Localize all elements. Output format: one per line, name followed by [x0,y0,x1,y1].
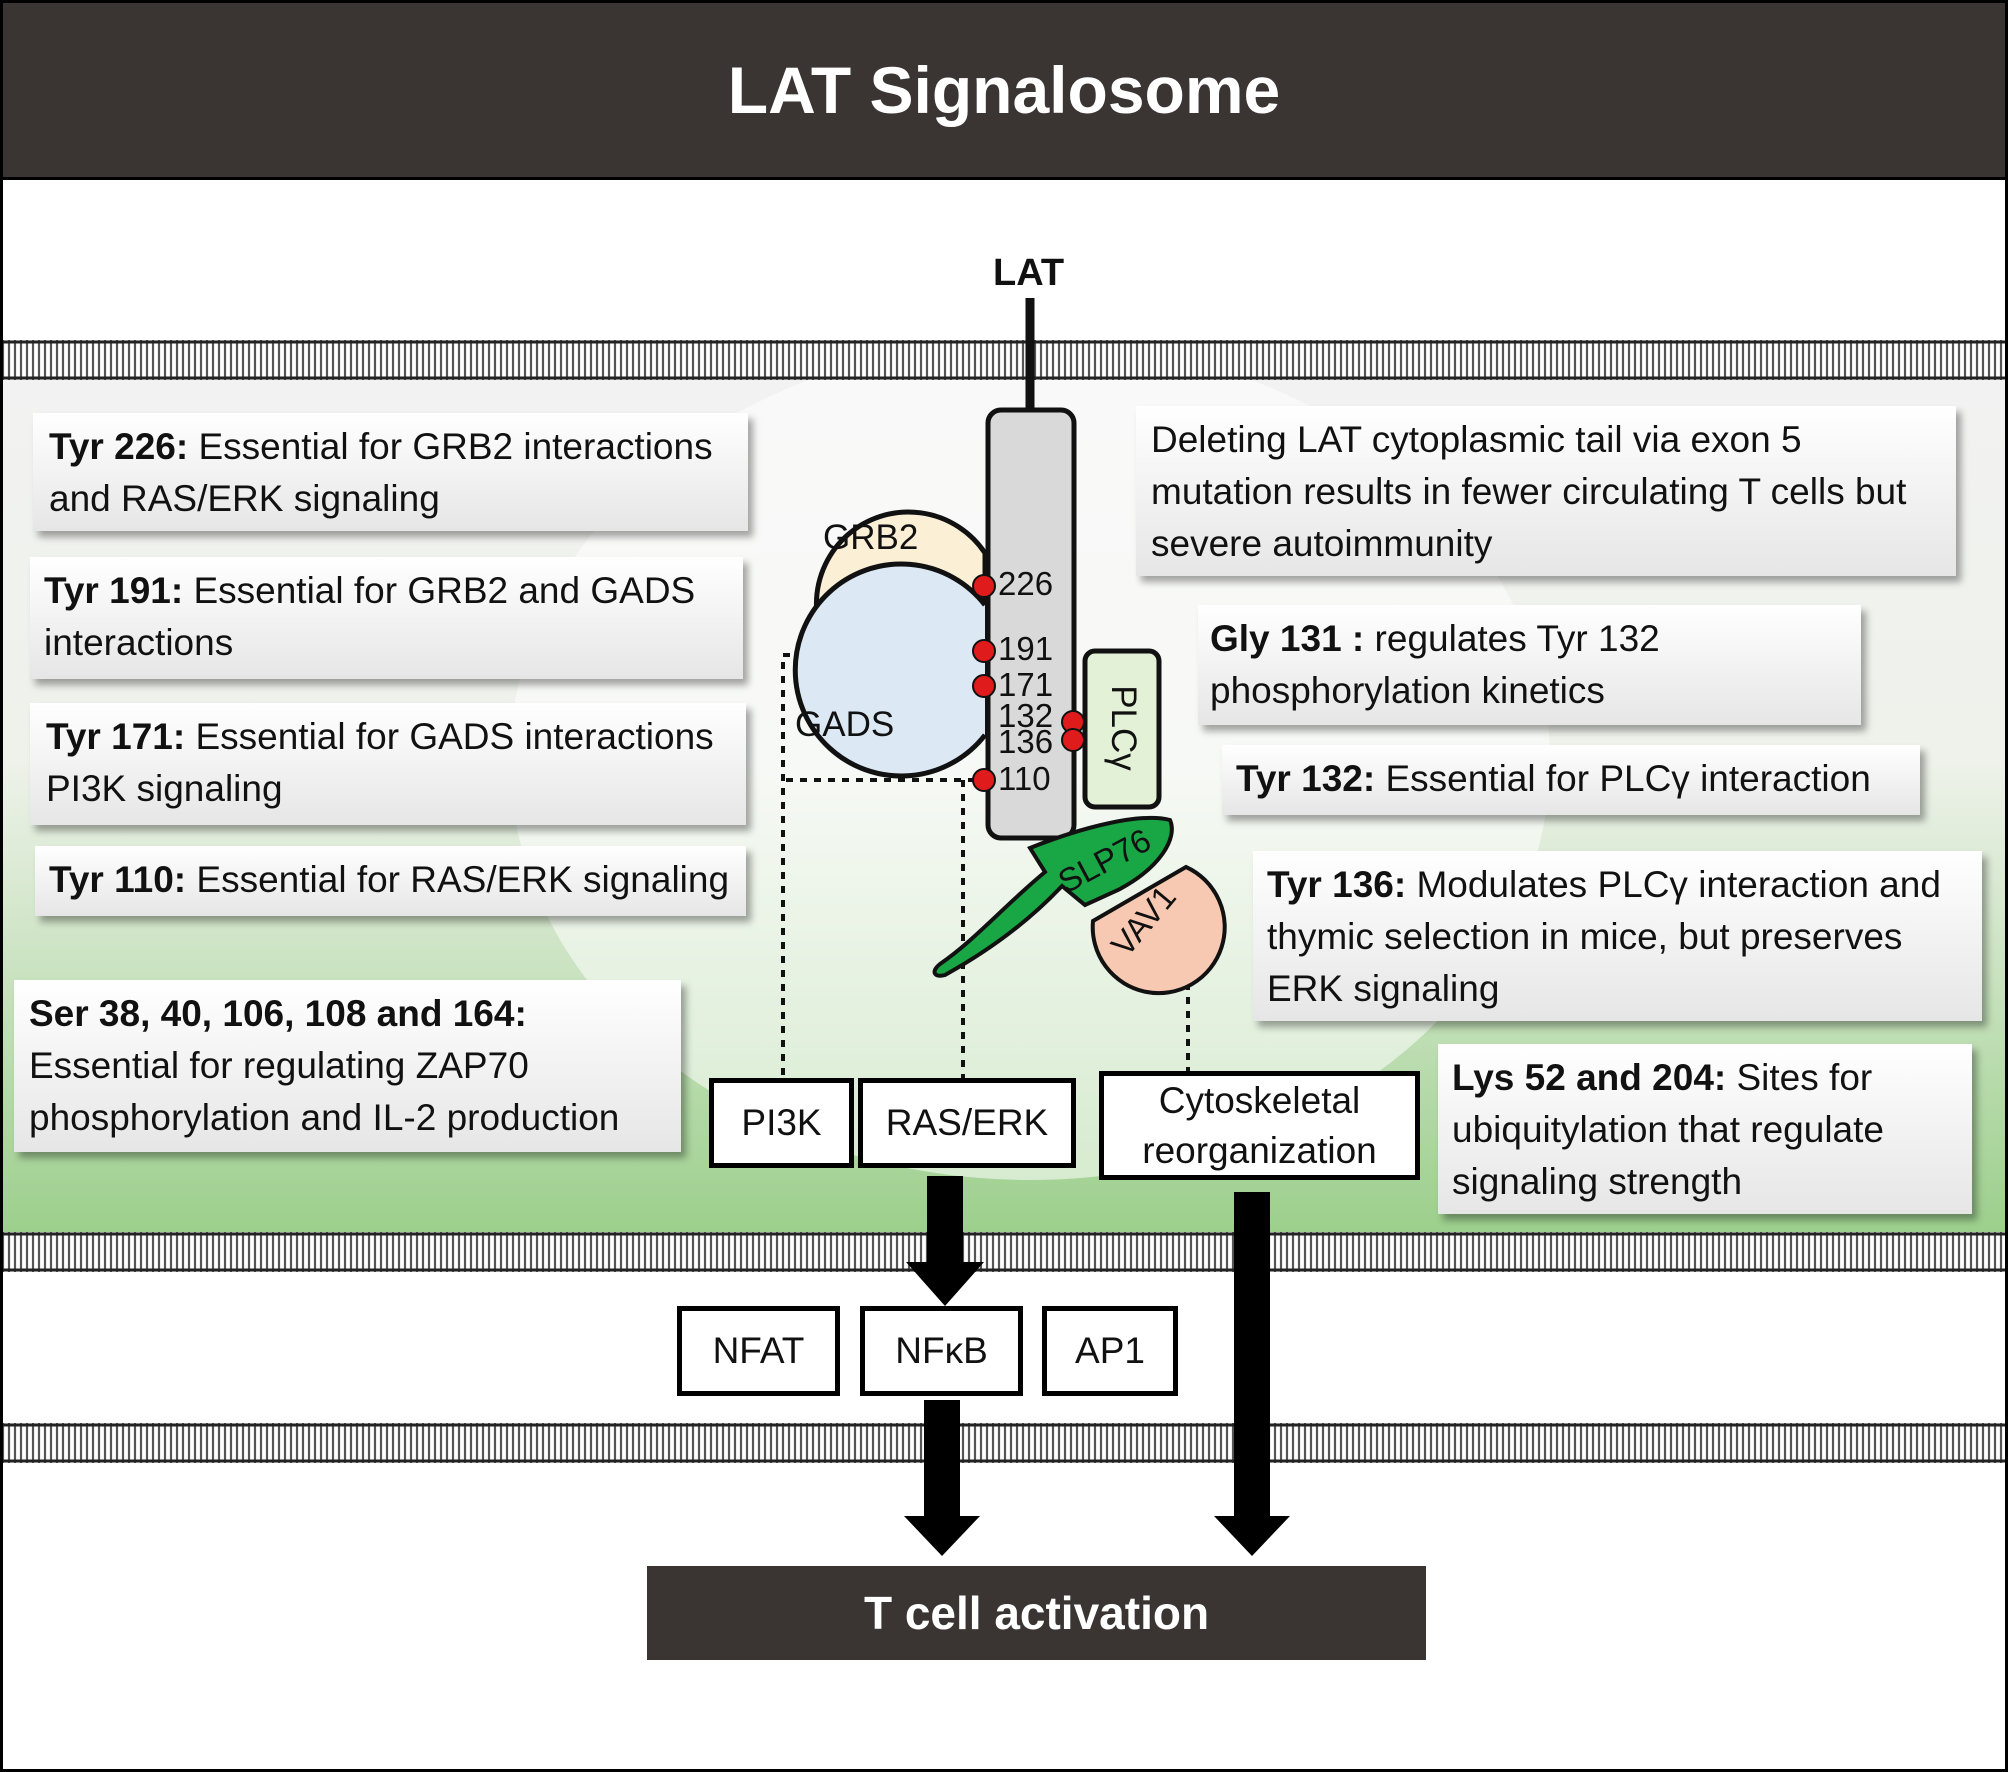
residue-226: 226 [998,565,1054,602]
note-tyr110-text: Essential for RAS/ERK signaling [186,859,730,900]
note-tyr132: Tyr 132: Essential for PLCγ interaction [1222,745,1920,815]
nuclear-membrane-outer [0,1232,2008,1272]
plcg-shape [1082,648,1162,810]
note-exon5-text: Deleting LAT cytoplasmic tail via exon 5… [1151,419,1907,564]
cytoskeletal-box: Cytoskeletal reorganization [1099,1071,1420,1180]
residue-171: 171 [998,666,1054,703]
note-tyr171: Tyr 171: Essential for GADS interactions… [30,703,746,825]
note-tyr132-text: Essential for PLCγ interaction [1375,758,1871,799]
note-tyr110-bold: Tyr 110: [49,859,187,900]
slp76-shape [932,815,1174,978]
nfkb-box: NFκB [860,1306,1023,1396]
note-lys-text: Sites for ubiquitylation that regulate s… [1452,1057,1884,1202]
nfat-box: NFAT [677,1306,840,1396]
note-tyr171-text: Essential for GADS interactions PI3K sig… [46,716,714,809]
note-tyr136-bold: Tyr 136: [1267,864,1407,905]
note-exon5: Deleting LAT cytoplasmic tail via exon 5… [1136,406,1956,576]
note-tyr110: Tyr 110: Essential for RAS/ERK signaling [35,846,746,916]
note-ser: Ser 38, 40, 106, 108 and 164: Essential … [14,980,681,1152]
note-ser-bold: Ser 38, 40, 106, 108 and 164: [29,993,527,1034]
note-gly131: Gly 131 : regulates Tyr 132 phosphorylat… [1198,605,1861,725]
pi3k-box: PI3K [709,1078,854,1168]
plasma-membrane [0,340,2008,380]
t-cell-activation-banner: T cell activation [647,1566,1426,1660]
arrow-ras-to-nfkb [906,1176,984,1306]
lat-cytoplasmic-tail [985,407,1077,841]
ras-erk-box: RAS/ERK [858,1078,1076,1168]
note-tyr132-bold: Tyr 132: [1236,758,1376,799]
note-tyr191-text: Essential for GRB2 and GADS interactions [44,570,696,663]
note-tyr226-bold: Tyr 226: [49,426,189,467]
note-tyr226-text: Essential for GRB2 interactions and RAS/… [49,426,713,519]
phospho-sites [972,574,1085,792]
note-lys: Lys 52 and 204: Sites for ubiquitylation… [1438,1044,1972,1214]
note-tyr226: Tyr 226: Essential for GRB2 interactions… [33,413,748,531]
lat-label: LAT [993,252,1065,294]
nuclear-membrane-inner [0,1423,2008,1463]
arrow-nfkb-to-activation [904,1400,980,1556]
note-tyr191-bold: Tyr 191: [44,570,184,611]
note-tyr136: Tyr 136: Modulates PLCγ interaction and … [1253,851,1982,1021]
page-title: LAT Signalosome [727,53,1281,127]
residue-110: 110 [998,760,1051,797]
residue-136: 136 [998,723,1054,760]
ap1-box: AP1 [1042,1306,1178,1396]
note-gly131-text: regulates Tyr 132 phosphorylation kineti… [1210,618,1660,711]
arrow-cytoskeletal-to-activation [1214,1192,1290,1556]
note-tyr171-bold: Tyr 171: [46,716,186,757]
title-bar [0,0,2008,180]
note-tyr136-text: Modulates PLCγ interaction and thymic se… [1267,864,1941,1009]
gads-label: GADS [795,705,895,744]
plcg-label: PLCγ [1103,685,1143,771]
note-ser-text: Essential for regulating ZAP70 phosphory… [29,1045,620,1138]
residue-191: 191 [998,630,1054,667]
note-lys-bold: Lys 52 and 204: [1452,1057,1727,1098]
note-tyr191: Tyr 191: Essential for GRB2 and GADS int… [30,557,743,679]
residue-132: 132 [998,697,1054,734]
grb2-label: GRB2 [823,518,919,557]
note-gly131-bold: Gly 131 : [1210,618,1365,659]
